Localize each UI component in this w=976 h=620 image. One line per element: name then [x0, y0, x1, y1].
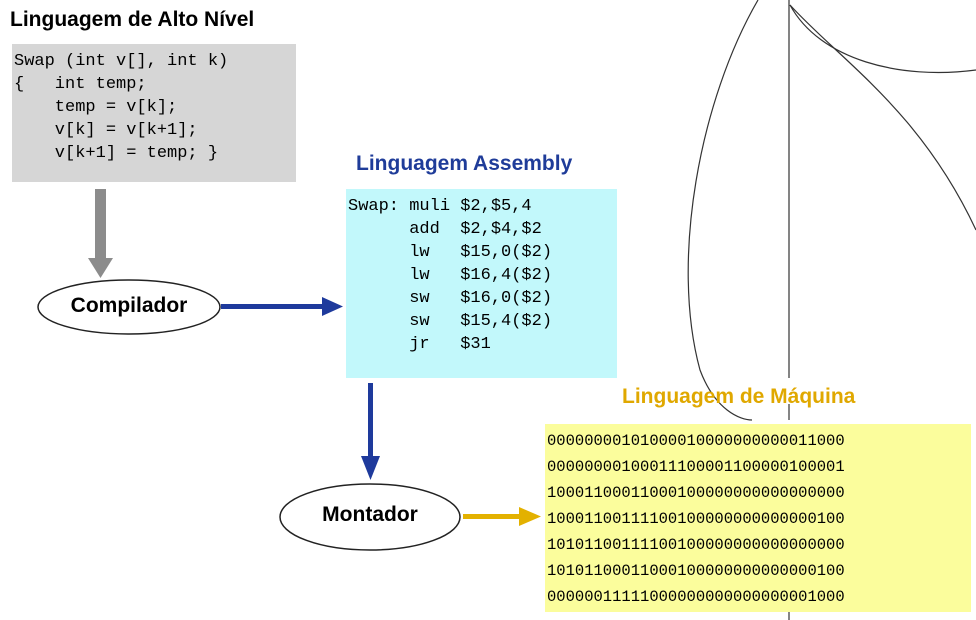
assembler-oval	[279, 483, 461, 551]
machine-line: 10101100111100100000000000000000	[547, 536, 845, 554]
machine-title: Linguagem de Máquina	[622, 385, 856, 408]
machine-line: 00000000100011100001100000100001	[547, 458, 845, 476]
background-arc-top	[789, 4, 976, 73]
yellow-arrow-right	[463, 507, 541, 526]
high-level-code-box: Swap (int v[], int k) { int temp; temp =…	[12, 44, 296, 182]
high-level-title: Linguagem de Alto Nível	[10, 8, 255, 31]
blue-arrow-down	[361, 383, 380, 480]
compiler-oval	[37, 279, 221, 335]
assembly-code-box: Swap: muli $2,$5,4 add $2,$4,$2 lw $15,0…	[346, 189, 617, 378]
machine-line: 10001100011000100000000000000000	[547, 484, 845, 502]
high-level-code: Swap (int v[], int k) { int temp; temp =…	[14, 52, 229, 163]
background-arc-left	[687, 0, 759, 421]
machine-line: 10001100111100100000000000000100	[547, 510, 845, 528]
gray-arrow	[88, 189, 113, 278]
machine-line: 00000011111000000000000000001000	[547, 588, 845, 606]
assembly-title: Linguagem Assembly	[356, 152, 573, 175]
machine-line: 10101100011000100000000000000100	[547, 562, 845, 580]
compiler-label: Compilador	[70, 294, 188, 317]
machine-line: 00000000101000010000000000011000	[547, 432, 845, 450]
background-arc-right	[789, 4, 976, 231]
blue-arrow-right	[221, 297, 343, 316]
assembly-code: Swap: muli $2,$5,4 add $2,$4,$2 lw $15,0…	[348, 197, 553, 354]
machine-code-box: 00000000101000010000000000011000 0000000…	[545, 424, 971, 612]
assembler-label: Montador	[322, 503, 418, 526]
